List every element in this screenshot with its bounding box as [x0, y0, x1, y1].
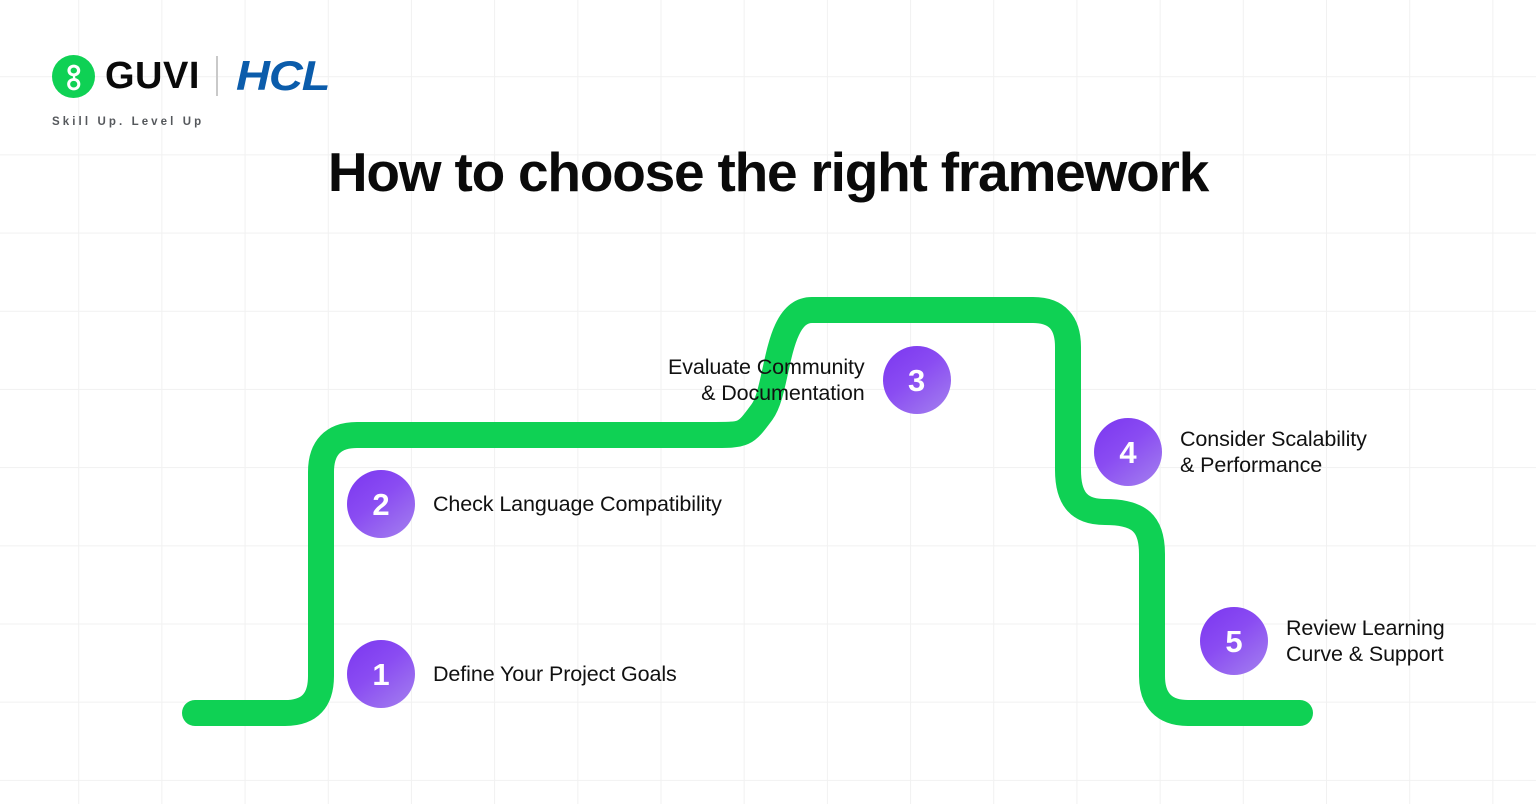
step-number-badge: 5	[1200, 607, 1268, 675]
flow-step-4[interactable]: 4 Consider Scalability & Performance	[1094, 418, 1367, 486]
brand-tagline: Skill Up. Level Up	[52, 116, 205, 128]
step-label: Consider Scalability & Performance	[1180, 426, 1367, 477]
step-label: Review Learning Curve & Support	[1286, 615, 1445, 666]
step-label: Define Your Project Goals	[433, 661, 677, 686]
step-label: Evaluate Community & Documentation	[668, 354, 865, 405]
flow-step-1[interactable]: 1 Define Your Project Goals	[347, 640, 677, 708]
step-number-badge: 4	[1094, 418, 1162, 486]
step-label: Check Language Compatibility	[433, 491, 722, 516]
flow-step-2[interactable]: 2 Check Language Compatibility	[347, 470, 722, 538]
flow-step-3[interactable]: 3 Evaluate Community & Documentation	[668, 346, 951, 414]
brand-divider	[215, 56, 218, 96]
brand-header: GUVI HCL Skill Up. Level Up	[52, 48, 330, 128]
flow-step-5[interactable]: 5 Review Learning Curve & Support	[1200, 607, 1445, 675]
step-number-badge: 3	[882, 346, 951, 414]
brand-logo-row: GUVI HCL	[52, 48, 330, 104]
step-number-badge: 1	[347, 640, 415, 708]
page-title: How to choose the right framework	[327, 141, 1209, 203]
hcl-wordmark: HCL	[235, 52, 330, 99]
guvi-wordmark: GUVI	[105, 55, 200, 97]
step-number-badge: 2	[347, 470, 415, 538]
guvi-logo-icon	[52, 54, 95, 98]
